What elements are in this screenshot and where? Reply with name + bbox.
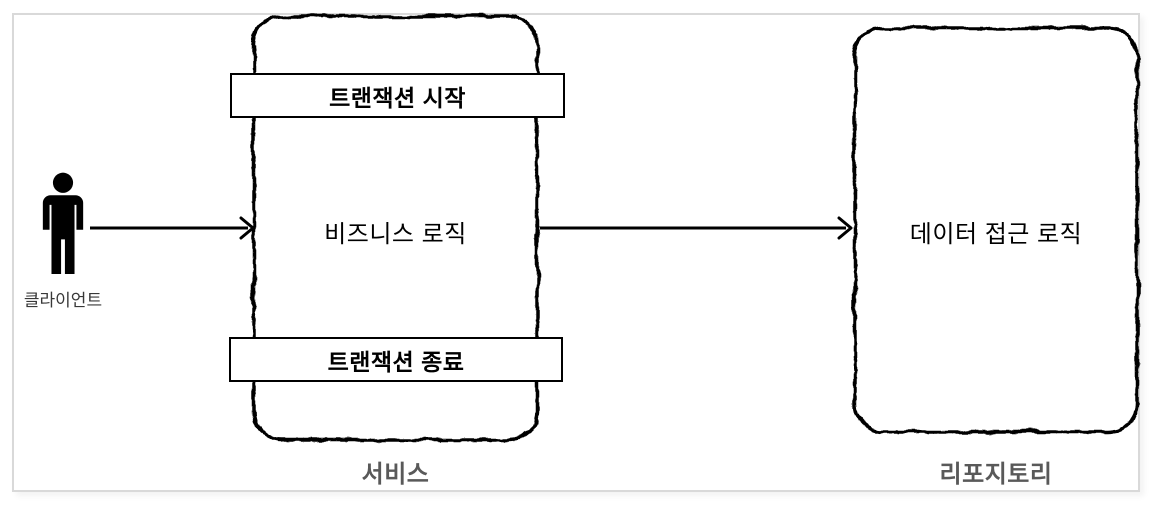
service-to-repository-arrow (540, 216, 853, 240)
transaction-end-label: 트랜잭션 종료 (327, 348, 465, 375)
business-logic-text: 비즈니스 로직 (324, 221, 467, 248)
client-label: 클라이언트 (23, 291, 103, 310)
data-access-logic-text: 데이터 접근 로직 (909, 221, 1083, 248)
repository-label: 리포지토리 (939, 461, 1053, 488)
client-to-service-arrow (90, 216, 255, 240)
repository-box (853, 26, 1139, 434)
client-actor: 클라이언트 (5, 172, 121, 311)
transaction-end-banner: 트랜잭션 종료 (229, 337, 563, 382)
service-label: 서비스 (361, 461, 430, 488)
transaction-start-label: 트랜잭션 시작 (329, 84, 466, 111)
person-icon (42, 172, 84, 274)
transaction-start-banner: 트랜잭션 시작 (230, 73, 565, 118)
